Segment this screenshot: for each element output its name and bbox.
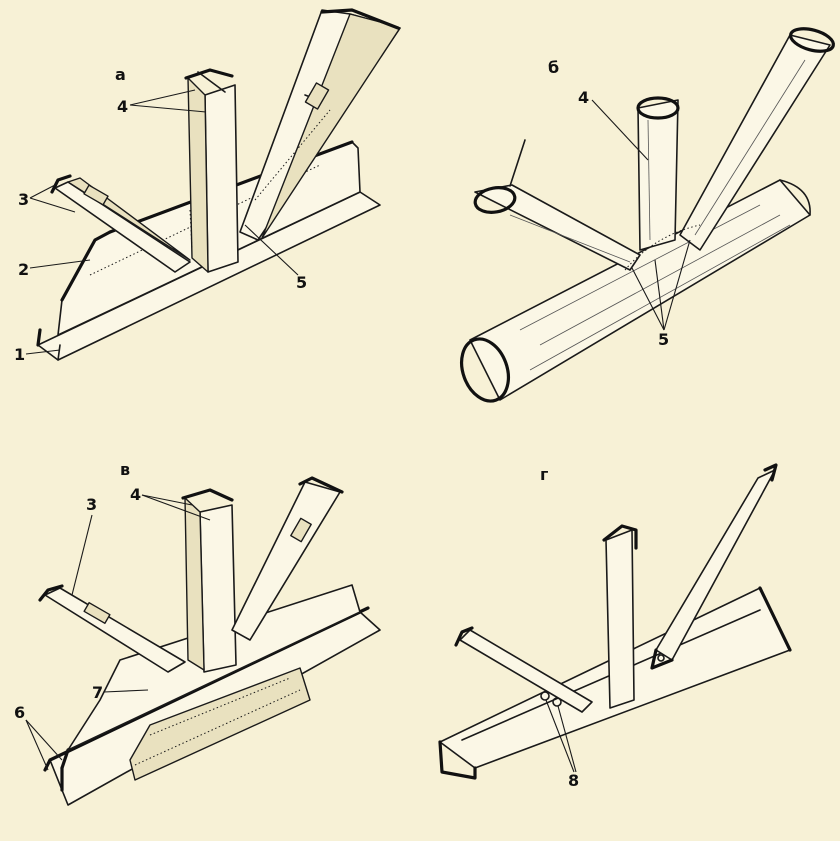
panel-b-main-tube-end [460,337,510,403]
panel-g-hole-3 [657,654,665,662]
panel-g-letter: г [540,465,548,484]
panel-b-diagonal-right-end [788,27,836,53]
panel-g-hole-1 [540,691,550,701]
panel-b-diagonal-right [679,34,831,251]
panel-a-letter: а [115,65,126,84]
panel-a-diagonal-left [54,181,191,273]
panel-v-diagonal-left [44,587,186,673]
panel-v-diagonal-right [231,481,341,641]
panel-g-post [605,529,635,709]
panel-a-label-4: 4 [117,97,128,116]
panel-v-letter: в [120,460,130,479]
panel-a-chord-end [36,328,42,347]
panel-b-vertical-tube-end [636,96,680,120]
panel-a-label-3: 3 [18,190,29,209]
panel-b-vertical-tube [637,99,679,251]
panel-b-letter: б [548,58,559,77]
panel-v: в 4 3 7 6 [14,460,381,806]
panel-v-filler-plate [129,667,311,781]
panel-a-label-1: 1 [14,345,25,364]
panel-a-label-5: 5 [296,273,307,292]
panel-a: а 4 3 2 1 5 [14,8,401,364]
panel-g-diagonal-left [459,629,593,713]
panel-b-diagonal-left-end [473,186,517,214]
panel-b-label-5: 5 [658,330,669,349]
panel-b-label-4: 4 [578,88,589,107]
panel-g: г 8 [438,463,792,790]
panel-a-post-front [204,84,239,273]
panel-v-label-7: 7 [92,683,103,702]
panel-a-label-2: 2 [18,260,29,279]
panel-b: б 4 5 [460,27,836,403]
panel-g-label-8: 8 [568,771,579,790]
panel-v-label-4: 4 [130,485,141,504]
panel-v-label-6: 6 [14,703,25,722]
panel-b-diagonal-left [474,184,641,271]
panel-v-label-3: 3 [86,495,97,514]
panel-v-post [199,504,237,673]
panel-g-hole-2 [552,697,562,707]
